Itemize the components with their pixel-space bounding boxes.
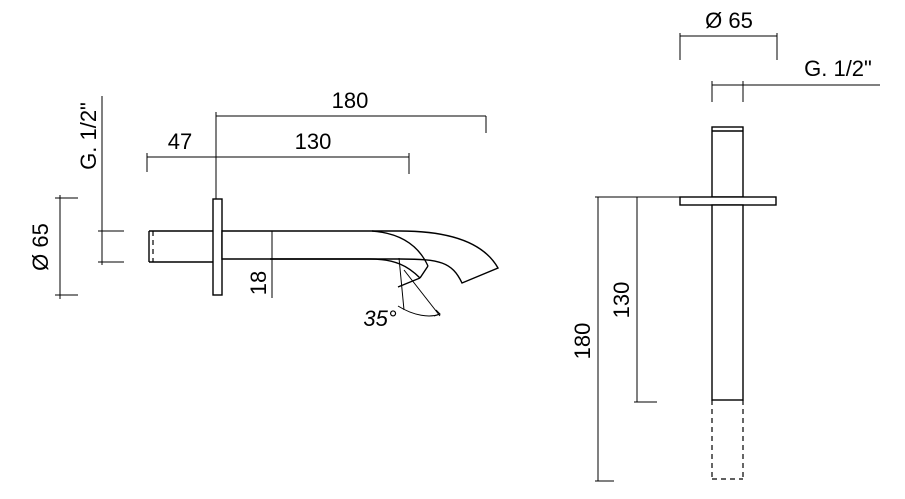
- top-view: Ø 65 G. 1/2" 130 180: [570, 8, 880, 482]
- top-outlet: [711, 400, 744, 480]
- dim-angle-label: 35°: [363, 306, 396, 331]
- top-dim-flange-diameter: Ø 65: [679, 8, 778, 60]
- top-dim-total-length: 180: [570, 196, 680, 482]
- dim-thread-label: G. 1/2": [76, 102, 101, 170]
- dim-total-length: 180: [215, 88, 487, 199]
- top-dim-spout-length: 130: [609, 196, 680, 403]
- top-dim-flange-diameter-label: Ø 65: [705, 8, 753, 33]
- dim-total-length-label: 180: [332, 88, 369, 113]
- top-dim-thread-label: G. 1/2": [804, 56, 872, 81]
- top-spout-body: [711, 204, 744, 401]
- dim-outlet-height: 18: [246, 231, 273, 298]
- dim-wall-depth-label: 47: [168, 129, 192, 154]
- dim-spout-length-label: 130: [295, 129, 332, 154]
- side-view: 180 47 130 G. 1/2" Ø 65: [28, 88, 499, 331]
- dim-wall-depth: 47: [146, 129, 216, 172]
- top-dim-spout-length-label: 130: [609, 282, 634, 319]
- wall-flange: [212, 198, 223, 296]
- dim-flange-diameter-label: Ø 65: [28, 223, 53, 271]
- top-dim-thread: G. 1/2": [711, 56, 880, 102]
- threaded-connector: [148, 230, 215, 263]
- dim-flange-diameter: Ø 65: [28, 195, 78, 299]
- dim-thread: G. 1/2": [76, 96, 124, 265]
- dim-outlet-height-label: 18: [246, 271, 271, 295]
- top-flange: [679, 196, 777, 206]
- spout-outlet-curve: [270, 258, 421, 279]
- top-threaded-stub: [711, 126, 744, 198]
- top-dim-total-length-label: 180: [570, 323, 595, 360]
- dim-spout-length: 130: [216, 129, 410, 174]
- spout-body: [221, 230, 499, 284]
- dim-angle: 35°: [363, 257, 441, 331]
